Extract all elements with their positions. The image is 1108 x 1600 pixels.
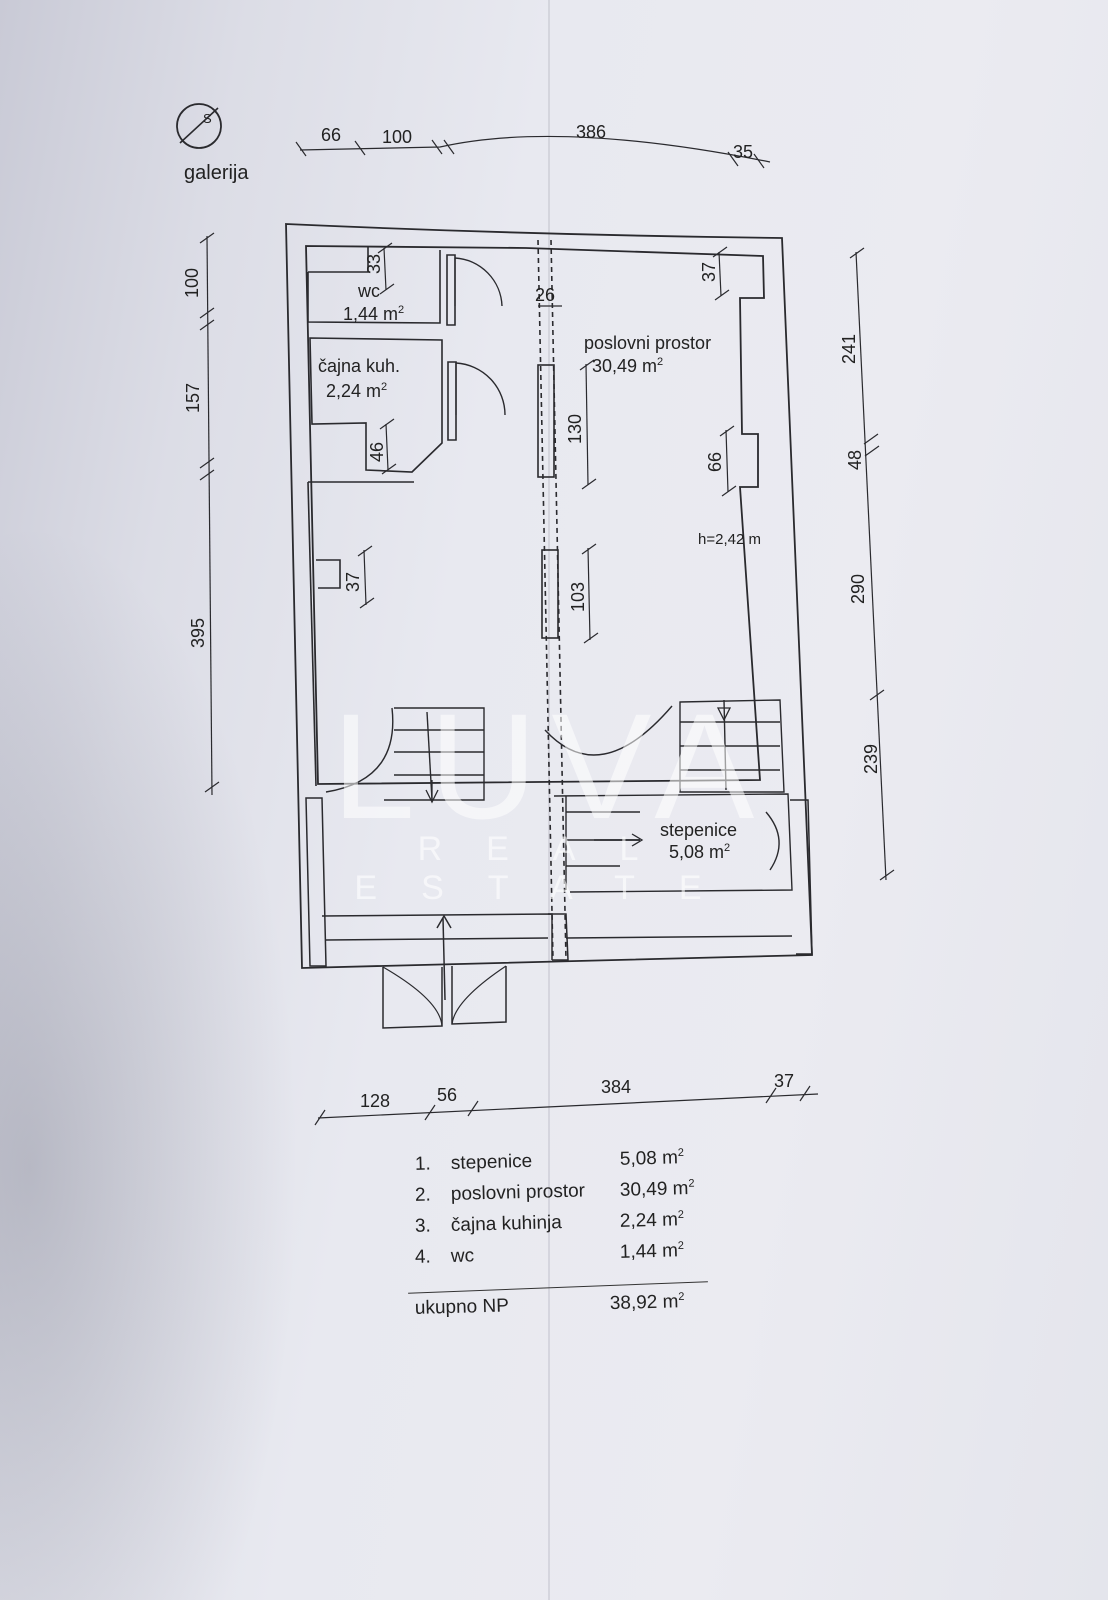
dim-right-2: 48: [845, 449, 865, 470]
dim-office-103: 103: [568, 581, 588, 612]
plan-title: galerija: [184, 162, 249, 184]
dim-wall-26: 26: [535, 285, 556, 305]
dim-top-1: 66: [321, 125, 342, 145]
stair-arrows: [425, 707, 732, 847]
dim-top-2: 100: [382, 127, 413, 147]
legend-row: 4. wc 1,44 m2: [415, 1239, 716, 1278]
dim-office-130: 130: [565, 413, 585, 444]
legend-name: stepenice: [450, 1150, 533, 1174]
legend-num: 2.: [414, 1184, 432, 1206]
compass-label: S: [203, 111, 212, 126]
legend-area: 30,49 m2: [619, 1177, 695, 1201]
dimension-line-top: [295, 135, 771, 169]
dim-left-1: 100: [182, 267, 202, 298]
height-note: h=2,42 m: [698, 531, 761, 548]
dim-wc-33: 33: [364, 253, 384, 274]
dimension-line-right: [849, 247, 895, 881]
legend-num: 4.: [414, 1246, 432, 1268]
room-office-area: 30,49 m2: [592, 356, 664, 376]
dim-office-37: 37: [699, 261, 719, 282]
room-wc-name: wc: [358, 281, 380, 301]
exterior-walls: [285, 223, 813, 969]
room-wc-area: 1,44 m2: [343, 304, 405, 324]
dim-hall-37: 37: [343, 571, 363, 592]
legend-name: poslovni prostor: [450, 1180, 586, 1205]
legend-area: 1,44 m2: [619, 1239, 685, 1263]
dim-bottom-2: 56: [437, 1085, 458, 1105]
dim-bottom-1: 128: [360, 1091, 391, 1111]
legend-name: čajna kuhinja: [450, 1212, 563, 1236]
dim-bottom-4: 37: [774, 1071, 795, 1091]
legend-total-name: ukupno NP: [414, 1295, 510, 1319]
room-kitchen-area: 2,24 m2: [326, 381, 388, 401]
room-kitchen-name: čajna kuh.: [318, 356, 401, 376]
dim-top-4: 35: [733, 142, 754, 162]
wc-room-walls: [307, 246, 503, 326]
interior-walls: [307, 239, 567, 961]
legend-total-area: 38,92 m2: [609, 1290, 685, 1315]
staircase: [325, 699, 793, 893]
dim-right-4: 239: [861, 743, 881, 774]
legend-total: ukupno NP 38,92 m2: [415, 1290, 716, 1332]
compass-icon: [176, 103, 222, 149]
legend-num: 1.: [414, 1153, 432, 1175]
dimension-line-bottom: [314, 1085, 819, 1126]
room-stairs-name: stepenice: [660, 820, 738, 840]
kitchen-room-walls: [309, 337, 506, 473]
room-office-name: poslovni prostor: [584, 333, 712, 353]
legend-area: 2,24 m2: [619, 1208, 685, 1232]
legend-area: 5,08 m2: [619, 1146, 685, 1170]
dim-left-3: 395: [188, 617, 208, 648]
dim-kitchen-46: 46: [367, 441, 387, 462]
area-legend: 1. stepenice 5,08 m2 2. poslovni prostor…: [414, 1146, 716, 1328]
dim-left-2: 157: [183, 382, 203, 413]
dim-office-66: 66: [705, 451, 725, 472]
dim-right-3: 290: [848, 573, 868, 604]
room-stairs-area: 5,08 m2: [669, 842, 731, 862]
legend-num: 3.: [414, 1215, 432, 1237]
dim-top-3: 386: [576, 122, 607, 142]
dim-right-1: 241: [839, 333, 859, 364]
interior-dimension-lines: [357, 242, 737, 644]
dimension-line-left: [199, 232, 220, 796]
dim-bottom-3: 384: [601, 1077, 632, 1097]
legend-name: wc: [450, 1245, 475, 1267]
front-facade: [305, 797, 813, 1029]
